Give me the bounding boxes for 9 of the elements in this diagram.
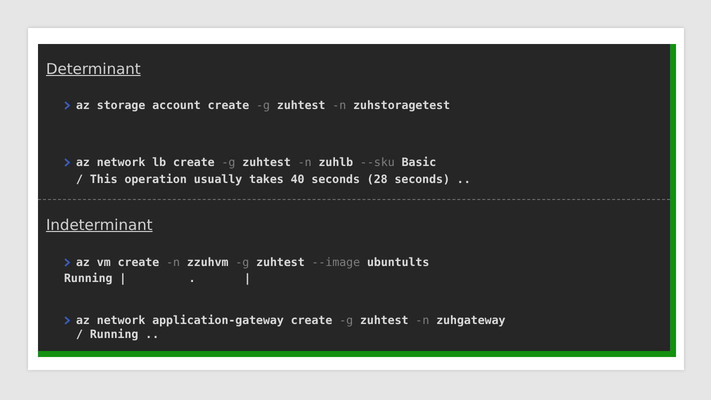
command-line: az storage account create -g zuhtest -n zuhstoragetest [76,98,450,112]
output-line: / This operation usually takes 40 seconds (28 seconds) .. [76,172,471,186]
command-line: az network lb create -g zuhtest -n zuhlb --sku Basic [76,155,436,169]
section-heading: Indeterminant [46,216,153,234]
command-line: az network application-gateway create -g zuhtest -n zuhgateway [76,313,506,327]
section-heading: Determinant [46,60,141,78]
output-line: / Running .. [76,327,160,341]
command-line: az vm create -n zzuhvm -g zuhtest --image ubuntults [76,255,430,269]
output-line: Running | . | [64,271,251,285]
